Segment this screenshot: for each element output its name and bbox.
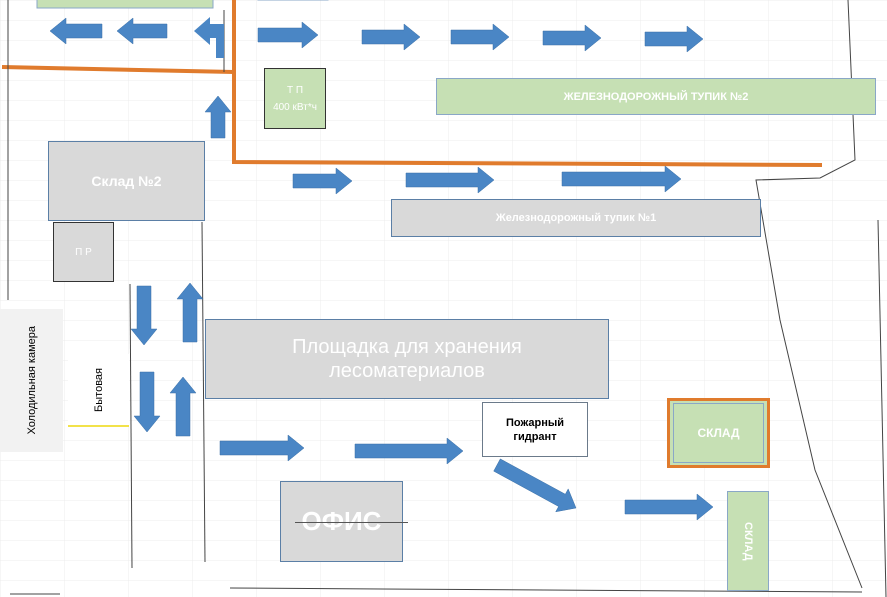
direction-arrow [130, 285, 158, 346]
road-edge-left [129, 283, 133, 569]
direction-arrow [354, 437, 464, 465]
warehouse-right: СКЛАД [667, 398, 770, 468]
fence-left [1, 65, 235, 74]
fire-hydrant-label-1: Пожарный [505, 416, 565, 429]
direction-arrow [405, 166, 495, 194]
traffic-arrows [49, 17, 714, 521]
warehouse-2: Склад №2 [48, 141, 205, 221]
rail-tupik-1-label: Железнодорожный тупик №1 [495, 212, 657, 224]
rail-tupik-2-label: ЖЕЛЕЗНОДОРОЖНЫЙ ТУПИК №2 [563, 90, 749, 103]
direction-arrow [116, 17, 168, 45]
direction-arrow [219, 434, 305, 462]
warehouse-right-label: СКЛАД [697, 426, 740, 440]
direction-arrow [204, 95, 232, 139]
warehouse-bottom: СКЛАД [727, 491, 769, 591]
boundary-right-outer [877, 219, 887, 597]
direction-arrow [542, 24, 602, 52]
cold-chamber-label: Холодильная камера [25, 326, 38, 435]
direction-arrow [624, 493, 714, 521]
direction-arrow-elbow [194, 17, 224, 58]
boundary-lines [7, 0, 887, 597]
rail-tupik-2: ЖЕЛЕЗНОДОРОЖНЫЙ ТУПИК №2 [436, 78, 876, 115]
transformer-substation: Т П 400 кВт*ч [264, 68, 326, 129]
warehouse-right-inner: СКЛАД [673, 403, 764, 463]
timber-storage-label-2: лесоматериалов [329, 360, 485, 382]
direction-arrow [493, 458, 577, 513]
warehouse-bottom-label: СКЛАД [742, 521, 754, 561]
boundary-right [755, 0, 863, 589]
top-left-green-block [36, 0, 214, 9]
pr-label: П Р [75, 246, 92, 258]
tp-power-label: 400 кВт*ч [273, 101, 317, 113]
office: ОФИС [280, 481, 408, 562]
fire-hydrant: Пожарный гидрант [482, 402, 588, 457]
boundary-bottom [229, 587, 863, 593]
direction-arrow [169, 376, 197, 437]
utility-building-label: Бытовая [92, 367, 105, 412]
timber-storage-area: Площадка для хранения лесоматериалов [205, 319, 609, 399]
road-edge-right [201, 221, 206, 563]
fire-hydrant-label-2: гидрант [513, 430, 557, 443]
fence-lines [1, 0, 823, 167]
pr-building: П Р [53, 222, 114, 282]
office-label: ОФИС [301, 506, 382, 536]
timber-storage-label-1: Площадка для хранения [292, 336, 522, 358]
direction-arrow [361, 23, 421, 51]
direction-arrow [49, 17, 103, 45]
direction-arrow [257, 21, 319, 49]
direction-arrow [561, 165, 682, 193]
rail-tupik-1: Железнодорожный тупик №1 [391, 199, 761, 237]
warehouse-2-label: Склад №2 [91, 173, 162, 189]
direction-arrow [133, 371, 161, 433]
cold-chamber: Холодильная камера [0, 309, 63, 452]
direction-arrow [292, 167, 353, 195]
fence-rail-area [232, 0, 823, 167]
office-divider-line [295, 522, 408, 523]
direction-arrow [450, 23, 510, 51]
direction-arrow [176, 282, 204, 343]
utility-building: Бытовая [68, 354, 129, 427]
direction-arrow [644, 25, 704, 53]
tp-label: Т П [286, 84, 304, 96]
